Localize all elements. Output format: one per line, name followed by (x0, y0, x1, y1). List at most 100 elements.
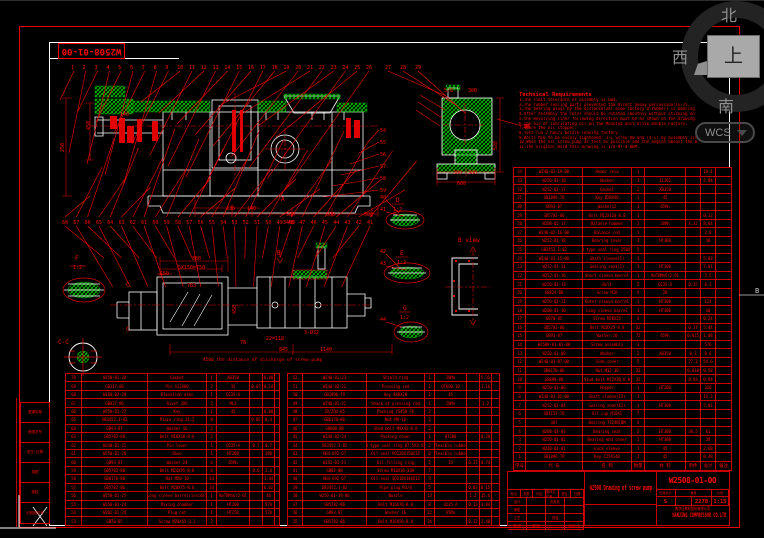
svg-text:43: 43 (345, 220, 351, 226)
company-name-cn: 南京压缩机股份有限公司 (674, 506, 711, 511)
plan-view-dims (110, 250, 393, 355)
svg-text:1:2: 1:2 (73, 265, 82, 271)
svg-text:63: 63 (119, 220, 125, 226)
svg-text:22: 22 (319, 65, 325, 71)
svg-text:E: E (400, 250, 404, 257)
svg-text:28: 28 (400, 65, 406, 71)
svg-text:61: 61 (141, 220, 147, 226)
title-block-empty-cell (584, 504, 657, 526)
tech-req-title: Technical Requirements (519, 92, 592, 98)
svg-text:5/8: 5/8 (444, 88, 453, 94)
viewcube-north-label[interactable]: 北 (721, 6, 738, 25)
svg-text:42: 42 (356, 220, 362, 226)
svg-text:300: 300 (468, 170, 477, 176)
company-name: NANJING COMPRESSOR CO.LTD (672, 511, 727, 519)
svg-text:60: 60 (152, 220, 158, 226)
svg-text:5: 5 (118, 65, 121, 71)
detail-e (383, 256, 431, 284)
tech-req-line: 10.When the oil screw pump as test as po… (519, 140, 697, 145)
svg-text:12: 12 (201, 65, 207, 71)
svg-text:250: 250 (60, 143, 66, 152)
svg-text:3: 3 (95, 65, 98, 71)
svg-text:230: 230 (226, 206, 235, 212)
svg-text:53: 53 (232, 220, 238, 226)
svg-text:26: 26 (366, 65, 372, 71)
viewcube-south-label[interactable]: 南 (718, 97, 735, 116)
svg-text:140: 140 (120, 112, 129, 118)
svg-text:D: D (396, 197, 400, 204)
detail-d (385, 203, 425, 230)
svg-text:58: 58 (380, 176, 386, 182)
svg-text:2: 2 (83, 65, 86, 71)
svg-text:1:2: 1:2 (397, 260, 406, 266)
svg-text:50: 50 (265, 220, 271, 226)
window-top-edge (0, 0, 764, 1)
svg-text:G: G (403, 305, 407, 312)
svg-text:16: 16 (248, 65, 254, 71)
margin-cell: 旧底图总号 (20, 502, 50, 524)
section-view (415, 84, 504, 185)
svg-text:43: 43 (380, 261, 386, 267)
detail-f (62, 265, 106, 303)
svg-text:44: 44 (380, 317, 386, 323)
svg-text:24: 24 (342, 65, 348, 71)
svg-text:78: 78 (240, 340, 246, 346)
svg-text:56: 56 (198, 220, 204, 226)
svg-text:59: 59 (164, 220, 170, 226)
svg-text:20: 20 (295, 65, 301, 71)
svg-text:6: 6 (130, 65, 133, 71)
wcs-dropdown-button[interactable]: WCS (695, 122, 755, 143)
svg-text:67: 67 (73, 220, 79, 226)
tech-req-line: 4.After assembly the rotor should be rot… (519, 112, 697, 117)
svg-text:4500 the distance of discharge: 4500 the distance of discharge of screw … (203, 357, 322, 363)
svg-text:3400: 3400 (283, 220, 295, 226)
technical-requirements: Technical Requirements 1.The limit toler… (519, 92, 697, 150)
svg-text:57: 57 (186, 220, 192, 226)
stamp-underline (49, 58, 179, 59)
svg-text:56: 56 (380, 152, 386, 158)
svg-text:14: 14 (224, 65, 230, 71)
svg-text:300: 300 (453, 170, 462, 176)
svg-text:5X150=750: 5X150=750 (178, 265, 205, 271)
svg-text:528: 528 (493, 141, 499, 150)
title-block: W2508 Drawing of screw pump W2508-01-00 … (507, 471, 730, 530)
tech-req-line: 5.the Revolving liner following directio… (519, 116, 697, 121)
svg-text:F: F (75, 255, 79, 262)
svg-text:A: A (281, 196, 285, 203)
svg-text:51: 51 (254, 220, 260, 226)
svg-text:45: 45 (322, 220, 328, 226)
tech-req-line: 6.The oil of lubricating oil on the Moun… (519, 121, 688, 126)
svg-text:58: 58 (175, 220, 181, 226)
tech-req-line: 7.Spare the oil stopper. (519, 126, 577, 131)
svg-text:10: 10 (177, 65, 183, 71)
svg-text:11: 11 (189, 65, 195, 71)
viewcube-top-face[interactable]: 上 (707, 35, 760, 78)
tech-req-line: 8.Test run 2 hours before leaving factor… (519, 130, 621, 135)
company-cell: 南京压缩机股份有限公司 NANJING COMPRESSOR CO.LTD (656, 505, 729, 526)
plan-view (116, 246, 372, 336)
svg-text:44: 44 (333, 220, 339, 226)
svg-text:59: 59 (380, 188, 386, 194)
svg-text:1:2: 1:2 (400, 315, 409, 321)
svg-text:C: C (126, 326, 130, 333)
svg-text:C-C: C-C (58, 339, 69, 346)
svg-text:54: 54 (220, 220, 226, 226)
svg-text:55: 55 (209, 220, 215, 226)
svg-text:3-Ø32: 3-Ø32 (304, 329, 319, 336)
svg-text:42: 42 (380, 249, 386, 255)
svg-text:41: 41 (367, 220, 373, 226)
svg-text:880: 880 (192, 256, 201, 262)
viewcube-west-label[interactable]: 西 (672, 48, 689, 67)
tech-req-line: 9.Bolts M16 to be evenly tightened: 3-C … (519, 135, 697, 140)
svg-text:62: 62 (130, 220, 136, 226)
svg-text:845: 845 (279, 347, 288, 353)
detail-g (393, 311, 429, 343)
svg-text:25: 25 (354, 65, 360, 71)
svg-text:140: 140 (247, 206, 256, 212)
